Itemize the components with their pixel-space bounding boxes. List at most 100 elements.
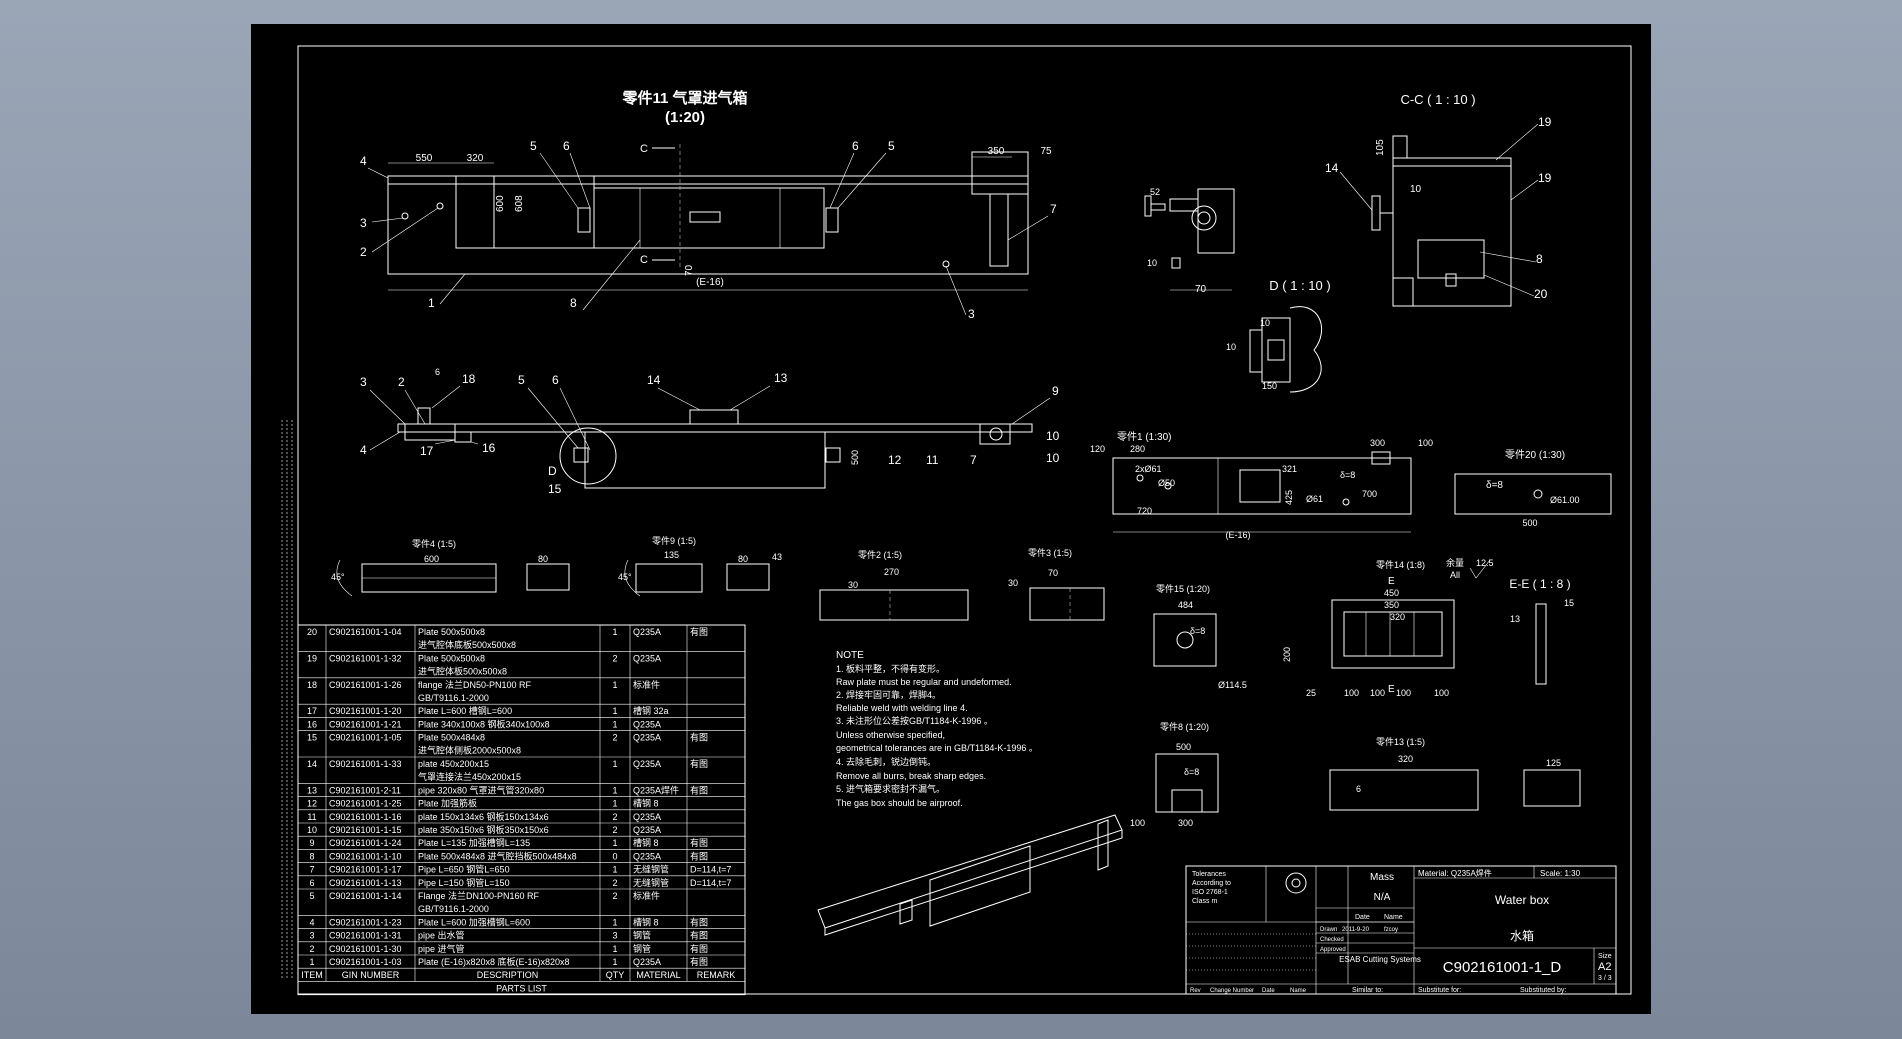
parts-list-cell-item: 15	[307, 733, 317, 743]
svg-text:Date: Date	[1262, 988, 1275, 994]
parts-list-cell-item: 7	[309, 865, 314, 875]
svg-text:52: 52	[1150, 187, 1160, 197]
parts-list-header: DESCRIPTION	[477, 970, 539, 980]
svg-text:150: 150	[1262, 381, 1277, 391]
parts-list-header: MATERIAL	[636, 970, 680, 980]
svg-text:5: 5	[888, 139, 895, 153]
parts-list-cell-gin: C902161001-1-14	[329, 891, 402, 901]
part3-view: 70 30	[1008, 568, 1105, 621]
svg-text:δ=8: δ=8	[1486, 480, 1503, 491]
svg-text:10: 10	[1046, 451, 1060, 465]
svg-text:321: 321	[1282, 464, 1297, 474]
isometric-view	[817, 814, 1123, 936]
parts-list-cell-gin: C902161001-2-11	[329, 785, 401, 795]
svg-text:3: 3	[968, 307, 975, 321]
section-cc-view: 10 105 19 19 8 20 14	[1325, 115, 1552, 307]
parts-list-cell-mat: Q235A	[633, 627, 661, 637]
part2-title: 零件2 (1:5)	[858, 549, 902, 560]
svg-text:608: 608	[514, 195, 525, 212]
svg-text:8: 8	[570, 296, 577, 310]
svg-text:According to: According to	[1192, 880, 1231, 887]
svg-text:C902161001-1_D: C902161001-1_D	[1443, 959, 1562, 976]
title-block: Tolerances According to ISO 2768-1 Class…	[1185, 865, 1617, 995]
svg-text:水箱: 水箱	[1510, 928, 1534, 943]
svg-text:30: 30	[848, 580, 858, 590]
parts-list-cell-item: 8	[309, 851, 314, 861]
svg-text:Name: Name	[1290, 988, 1307, 994]
svg-text:Raw plate must be regular and: Raw plate must be regular and undeformed…	[836, 677, 1012, 687]
svg-text:500: 500	[1176, 742, 1191, 752]
parts-list-cell-qty: 1	[612, 627, 617, 637]
section-ee-view: 15 13	[1510, 598, 1574, 685]
part15-view: 484 δ=8 Ø114.5	[1153, 600, 1247, 690]
svg-text:Ø50: Ø50	[1158, 478, 1175, 488]
svg-text:1: 1	[428, 296, 435, 310]
svg-text:45°: 45°	[331, 572, 345, 582]
parts-list-cell-gin: C902161001-1-04	[329, 627, 402, 637]
svg-text:The gas box should be airproof: The gas box should be airproof.	[836, 798, 963, 808]
svg-text:11: 11	[926, 453, 939, 467]
parts-list-cell-gin: C902161001-1-26	[329, 680, 402, 690]
svg-text:6: 6	[435, 367, 440, 377]
parts-list-cell-item: 14	[307, 759, 317, 769]
part20-title: 零件20 (1:30)	[1505, 449, 1565, 461]
part2-view: 270 30	[819, 567, 969, 621]
svg-text:(E-16): (E-16)	[1225, 530, 1250, 540]
svg-text:4: 4	[360, 443, 367, 457]
parts-list-cell-desc: pipe 出水管	[418, 930, 465, 941]
parts-list-cell-desc2: 进气腔体侧板2000x500x8	[418, 745, 521, 756]
svg-text:350: 350	[1384, 600, 1399, 610]
svg-text:300: 300	[1178, 818, 1193, 828]
svg-text:C: C	[640, 254, 648, 266]
parts-list-cell-desc: Plate L=600 加强槽钢L=600	[418, 916, 530, 927]
parts-list-cell-desc2: 气罩连接法兰450x200x15	[418, 771, 521, 782]
svg-text:Class m: Class m	[1192, 898, 1217, 905]
parts-list-cell-gin: C902161001-1-10	[329, 851, 402, 861]
svg-text:70: 70	[1048, 568, 1058, 578]
svg-text:4. 去除毛刺，锐边倒钝。: 4. 去除毛刺，锐边倒钝。	[836, 756, 936, 767]
parts-list-cell-mat: Q235A	[633, 825, 661, 835]
parts-list-cell-desc: pipe 320x80 气罩进气管320x80	[418, 784, 544, 795]
svg-text:350: 350	[988, 146, 1005, 157]
main-balloons: 4 3 2 1 8 5 6 6 5 7 3	[360, 139, 1057, 321]
svg-text:600: 600	[495, 195, 506, 212]
svg-text:100: 100	[1418, 438, 1433, 448]
svg-text:All: All	[1450, 570, 1460, 580]
svg-text:3: 3	[360, 375, 367, 389]
parts-list-cell-mat: 无缝钢管	[633, 877, 669, 888]
svg-text:10: 10	[1147, 258, 1157, 268]
parts-list-cell-gin: C902161001-1-03	[329, 957, 402, 967]
svg-text:Reliable weld with welding lin: Reliable weld with welding line 4.	[836, 703, 968, 713]
parts-list-cell-item: 11	[307, 812, 316, 822]
parts-list-cell-desc: Plate 500x484x8	[418, 733, 485, 743]
part8-title: 零件8 (1:20)	[1160, 721, 1209, 732]
main-view-dims: 550 320 350 75 600 608 70 (E-16)	[388, 146, 1052, 291]
svg-text:3 / 3: 3 / 3	[1598, 975, 1612, 982]
parts-list-cell-rem: D=114,t=7	[690, 878, 731, 888]
svg-text:14: 14	[647, 373, 661, 387]
svg-text:1. 板料平整，不得有变形。: 1. 板料平整，不得有变形。	[836, 663, 945, 674]
projection-symbol-icon	[1285, 872, 1307, 894]
svg-text:2011-9-20: 2011-9-20	[1342, 927, 1370, 933]
part13-view: 320 125 6	[1329, 754, 1581, 811]
parts-list-cell-mat: Q235A	[633, 851, 661, 861]
parts-list-cell-mat: 无缝钢管	[633, 864, 669, 875]
parts-list-cell-item: 12	[307, 799, 317, 809]
svg-text:80: 80	[738, 554, 748, 564]
parts-list-cell-rem: 有图	[690, 837, 708, 848]
part8-view: 500 δ=8 100 300	[1130, 742, 1219, 828]
svg-text:N/A: N/A	[1374, 892, 1391, 903]
parts-list-cell-mat: 槽钢 32a	[633, 705, 669, 716]
parts-list-cell-mat: 钢管	[633, 943, 651, 954]
parts-list-cell-desc: Plate L=135 加强槽钢L=135	[418, 837, 530, 848]
svg-text:3: 3	[360, 216, 367, 230]
